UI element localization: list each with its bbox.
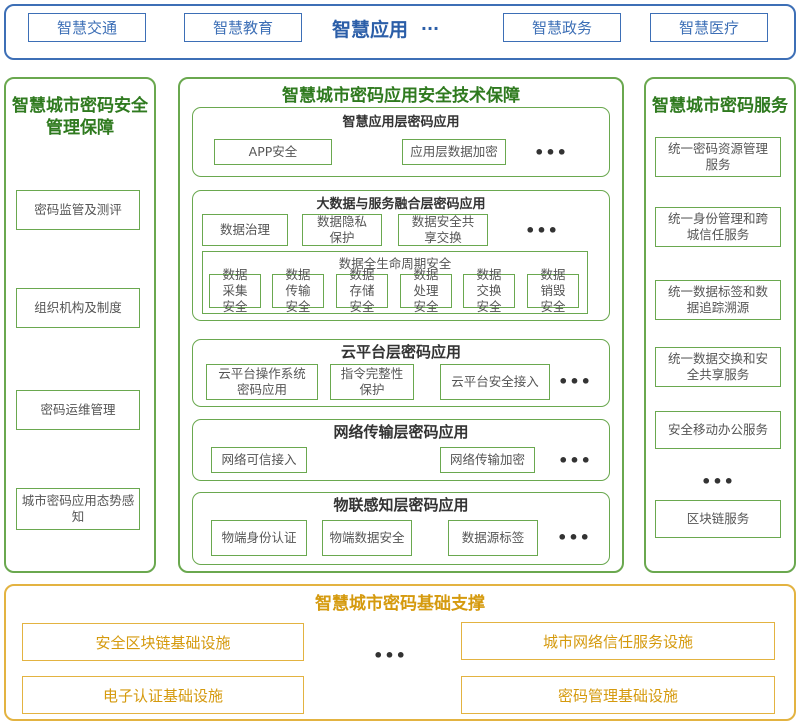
organization-system-box: 组织机构及制度 <box>16 288 140 328</box>
data-privacy-box: 数据隐私保护 <box>302 214 382 246</box>
transport-encryption-box: 网络传输加密 <box>440 447 535 473</box>
cloud-layer-ellipsis: ••• <box>558 371 592 391</box>
cloud-os-crypto-box: 云平台操作系统密码应用 <box>206 364 318 400</box>
service-ellipsis: ••• <box>701 471 735 491</box>
blockchain-infrastructure-box: 安全区块链基础设施 <box>22 623 304 661</box>
network-layer-title: 网络传输层密码应用 <box>333 422 469 441</box>
management-title: 智慧城市密码安全管理保障 <box>12 96 148 138</box>
lifecycle-destruction-box: 数据销毁安全 <box>527 267 579 314</box>
app-security-box: APP安全 <box>214 139 332 165</box>
data-exchange-service-box: 统一数据交换和安全共享服务 <box>655 347 781 387</box>
iot-layer-ellipsis: ••• <box>557 527 591 547</box>
supervision-evaluation-box: 密码监管及测评 <box>16 190 140 230</box>
data-source-label-box: 数据源标签 <box>448 520 538 556</box>
lifecycle-exchange-box: 数据交换安全 <box>463 267 515 314</box>
blockchain-service-box: 区块链服务 <box>655 500 781 538</box>
lifecycle-processing-box: 数据处理安全 <box>400 267 452 314</box>
key-management-infrastructure-box: 密码管理基础设施 <box>461 676 775 714</box>
cloud-secure-access-box: 云平台安全接入 <box>440 364 550 400</box>
situation-awareness-box: 城市密码应用态势感知 <box>16 488 140 530</box>
operation-management-box: 密码运维管理 <box>16 390 140 430</box>
app-smart-healthcare: 智慧医疗 <box>650 13 768 42</box>
lifecycle-collection-box: 数据采集安全 <box>209 267 261 314</box>
crypto-resource-service-box: 统一密码资源管理服务 <box>655 137 781 177</box>
lifecycle-panel <box>202 251 588 314</box>
lifecycle-transmission-box: 数据传输安全 <box>272 267 324 314</box>
bigdata-layer-ellipsis: ••• <box>525 220 559 240</box>
data-governance-box: 数据治理 <box>202 214 288 246</box>
technical-title: 智慧城市密码应用安全技术保障 <box>282 85 520 106</box>
trusted-access-box: 网络可信接入 <box>211 447 307 473</box>
app-smart-government: 智慧政务 <box>503 13 621 42</box>
network-trust-facility-box: 城市网络信任服务设施 <box>461 622 775 660</box>
foundation-ellipsis: ••• <box>373 645 407 665</box>
app-smart-education: 智慧教育 <box>184 13 302 42</box>
instruction-integrity-box: 指令完整性保护 <box>330 364 414 400</box>
app-data-encryption-box: 应用层数据加密 <box>402 139 506 165</box>
band-title: 智慧应用 <box>331 18 408 41</box>
e-auth-infrastructure-box: 电子认证基础设施 <box>22 676 304 714</box>
bigdata-layer-title: 大数据与服务融合层密码应用 <box>316 196 486 212</box>
foundation-title: 智慧城市密码基础支撑 <box>315 593 485 614</box>
network-layer-ellipsis: ••• <box>558 450 592 470</box>
lifecycle-title: 数据全生命周期安全 <box>338 255 452 271</box>
device-data-security-box: 物端数据安全 <box>322 520 412 556</box>
identity-trust-service-box: 统一身份管理和跨城信任服务 <box>655 207 781 247</box>
data-sharing-box: 数据安全共享交换 <box>398 214 488 246</box>
cloud-layer-title: 云平台层密码应用 <box>340 342 461 361</box>
band-ellipsis: ··· <box>420 18 440 38</box>
service-title: 智慧城市密码服务 <box>652 96 788 116</box>
iot-layer-title: 物联感知层密码应用 <box>333 495 469 514</box>
device-authentication-box: 物端身份认证 <box>211 520 307 556</box>
lifecycle-storage-box: 数据存储安全 <box>336 267 388 314</box>
data-label-trace-box: 统一数据标签和数据追踪溯源 <box>655 280 781 320</box>
app-layer-ellipsis: ••• <box>534 142 568 162</box>
app-layer-title: 智慧应用层密码应用 <box>342 114 460 130</box>
mobile-office-service-box: 安全移动办公服务 <box>655 411 781 449</box>
app-smart-transport: 智慧交通 <box>28 13 146 42</box>
